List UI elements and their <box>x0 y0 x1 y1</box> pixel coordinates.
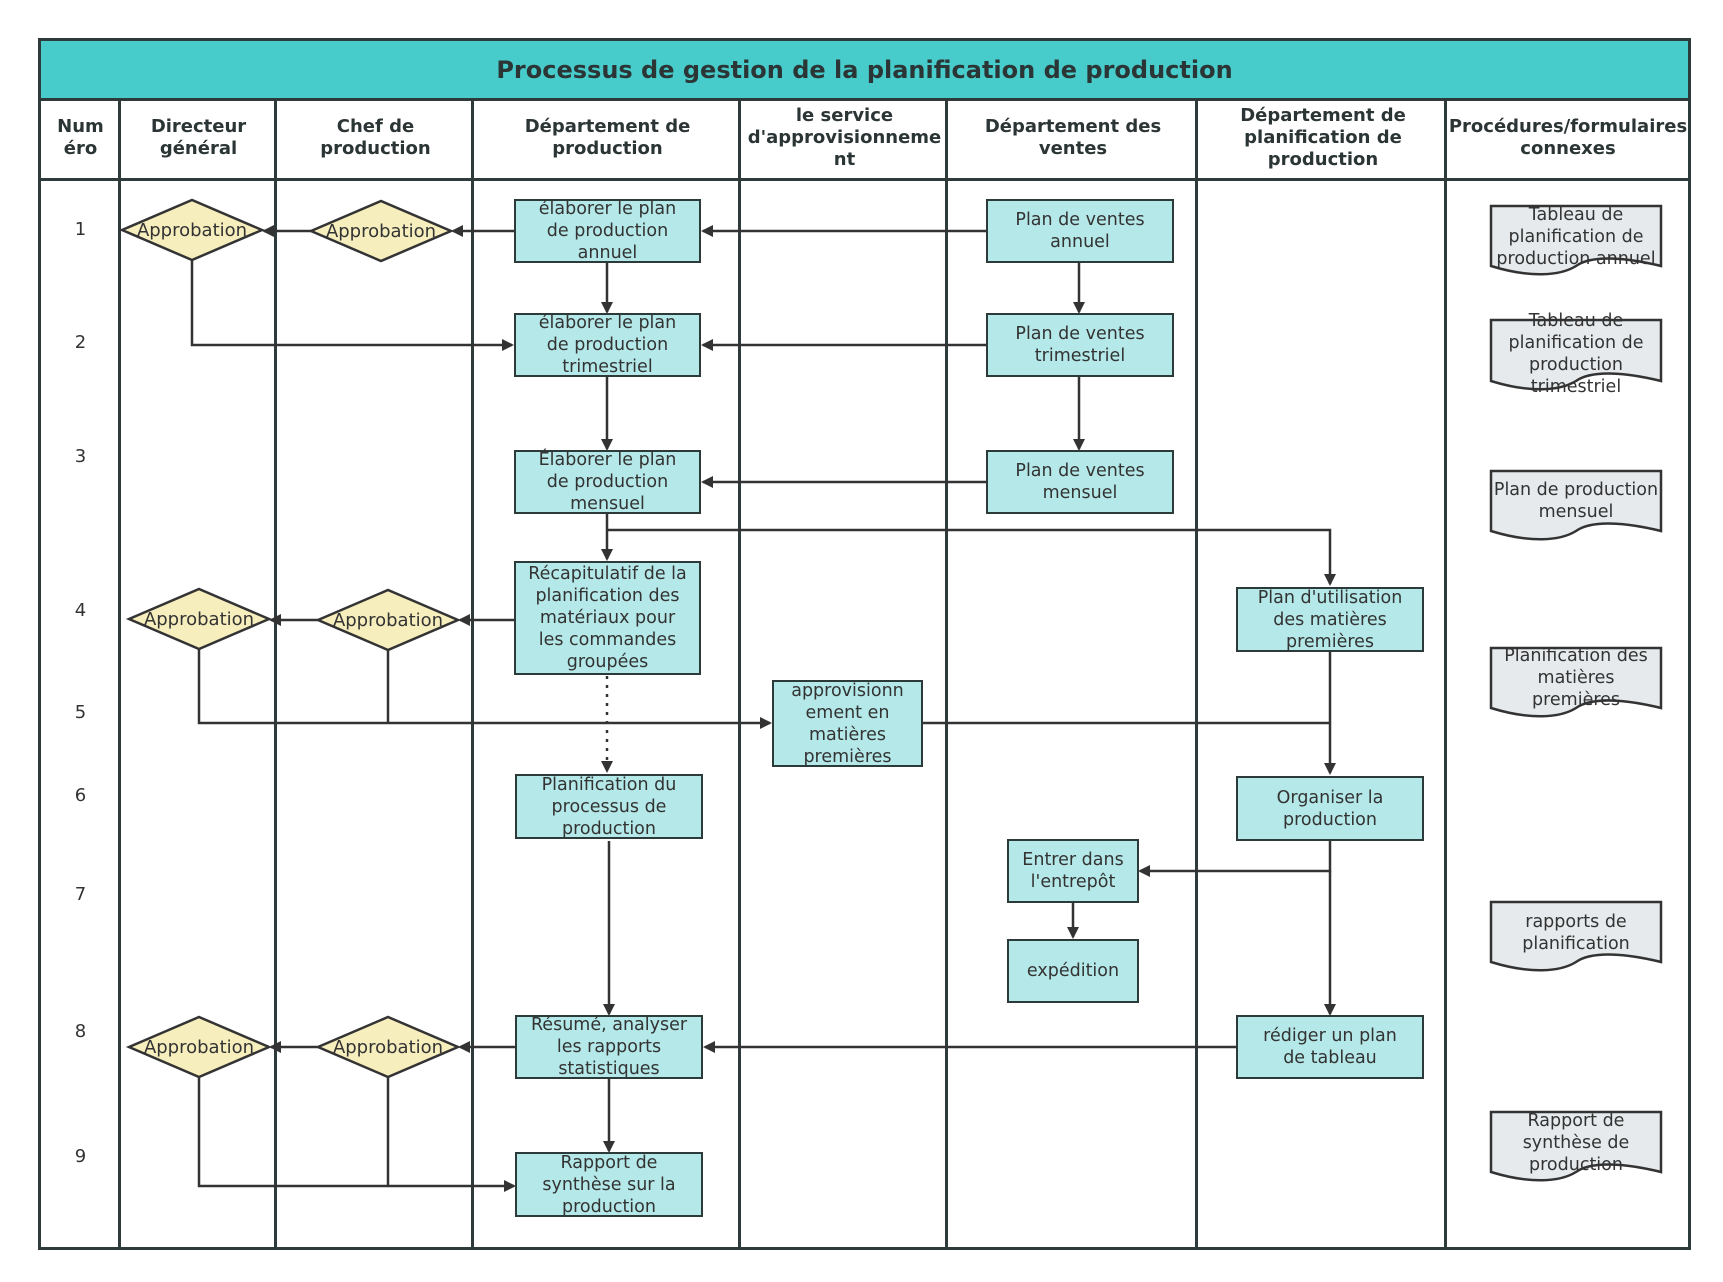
document-shape <box>1489 646 1663 718</box>
header-planification: Département de planification de producti… <box>1240 105 1406 170</box>
process-quarter-plan: élaborer le plan de production trimestri… <box>514 313 701 377</box>
lane-divider <box>118 98 121 1250</box>
lane-divider <box>945 98 948 1250</box>
connector <box>197 649 772 729</box>
process-materials-use: Plan d'utilisation des matières première… <box>1236 587 1424 652</box>
lane-divider <box>1444 98 1447 1250</box>
approval-label: Approbation <box>136 219 248 241</box>
header-directeur: Directeur général <box>150 116 247 159</box>
document-label: Tableau de planification de production a… <box>1496 205 1656 269</box>
process-materials-summary: Récapitulatif de la planification des ma… <box>514 561 701 675</box>
header-chef: Chef de production <box>320 116 431 159</box>
process-organize: Organiser la production <box>1236 776 1424 841</box>
row-number: 5 <box>74 702 87 723</box>
process-summary-analysis: Résumé, analyser les rapports statistiqu… <box>515 1015 703 1079</box>
process-process-planning: Planification du processus de production <box>515 774 703 839</box>
header-row: Num éro Directeur général Chef de produc… <box>41 98 1688 181</box>
row-number: 8 <box>74 1021 87 1042</box>
process-annual-plan: élaborer le plan de production annuel <box>514 199 701 263</box>
row-number: 9 <box>74 1146 87 1167</box>
approval-label: Approbation <box>332 609 444 631</box>
document-label: Plan de production mensuel <box>1493 480 1659 522</box>
header-approvisionnement: le service d'approvisionneme nt <box>747 105 942 170</box>
header-procedures: Procédures/formulaires connexes <box>1448 116 1688 159</box>
process-sales-month: Plan de ventes mensuel <box>986 450 1174 514</box>
process-production-report: Rapport de synthèse sur la production <box>515 1152 703 1217</box>
document-shape <box>1489 900 1663 972</box>
header-numero: Num éro <box>57 116 104 159</box>
process-warehouse: Entrer dans l'entrepôt <box>1007 839 1139 903</box>
document-label: rapports de planification <box>1522 912 1630 954</box>
row-number: 3 <box>74 446 87 467</box>
document-shape <box>1489 1110 1663 1182</box>
document-label: Tableau de planification de production t… <box>1508 311 1644 397</box>
process-month-plan: Élaborer le plan de production mensuel <box>514 450 701 514</box>
document-label: Planification des matières premières <box>1504 646 1648 710</box>
row-number: 7 <box>74 884 87 905</box>
header-ventes: Département des ventes <box>984 116 1162 159</box>
approval-label: Approbation <box>143 1036 255 1058</box>
connector <box>197 1077 516 1192</box>
lane-divider <box>738 98 741 1250</box>
approval-label: Approbation <box>332 1036 444 1058</box>
process-table-plan: rédiger un plan de tableau <box>1236 1015 1424 1079</box>
approval-label: Approbation <box>143 608 255 630</box>
row-number: 2 <box>74 332 87 353</box>
document-shape <box>1489 204 1663 276</box>
diagram-title: Processus de gestion de la planification… <box>41 41 1688 101</box>
document-shape <box>1489 469 1663 541</box>
lane-divider <box>471 98 474 1250</box>
connector <box>1138 841 1332 877</box>
outer-frame <box>38 38 1691 1250</box>
row-number: 4 <box>74 600 87 621</box>
process-sales-quarter: Plan de ventes trimestriel <box>986 313 1174 377</box>
process-sales-annual: Plan de ventes annuel <box>986 199 1174 263</box>
connector <box>607 528 1336 586</box>
header-dept-production: Département de production <box>524 116 691 159</box>
approval-label: Approbation <box>325 220 437 242</box>
lane-divider <box>1195 98 1198 1250</box>
document-shape <box>1489 318 1663 391</box>
process-shipping: expédition <box>1007 939 1139 1003</box>
connector <box>190 260 514 351</box>
row-number: 1 <box>74 219 87 240</box>
row-number: 6 <box>74 785 87 806</box>
lane-divider <box>274 98 277 1250</box>
process-supply: approvisionn ement en matières premières <box>772 680 923 767</box>
document-label: Rapport de synthèse de production <box>1522 1111 1630 1175</box>
